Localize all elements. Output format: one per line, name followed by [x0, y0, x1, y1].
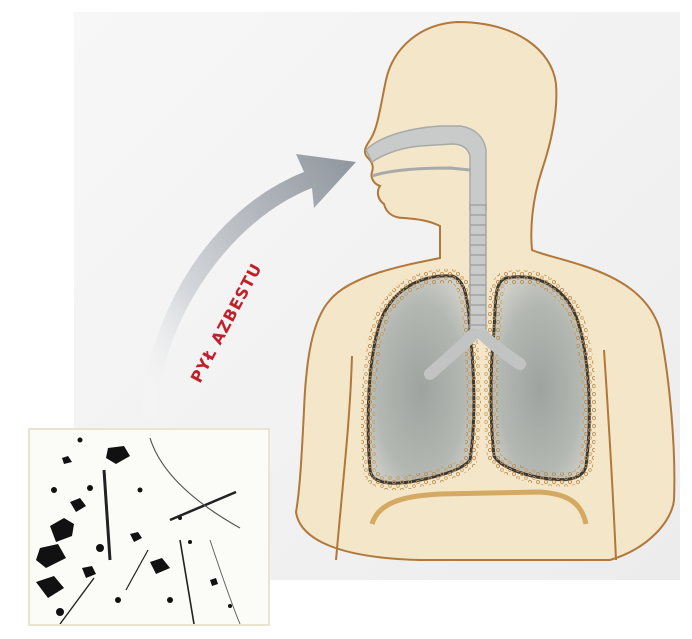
trachea — [470, 205, 486, 335]
fiber-micrograph-inset — [28, 428, 270, 626]
asbestos-fibers-image — [30, 430, 268, 624]
